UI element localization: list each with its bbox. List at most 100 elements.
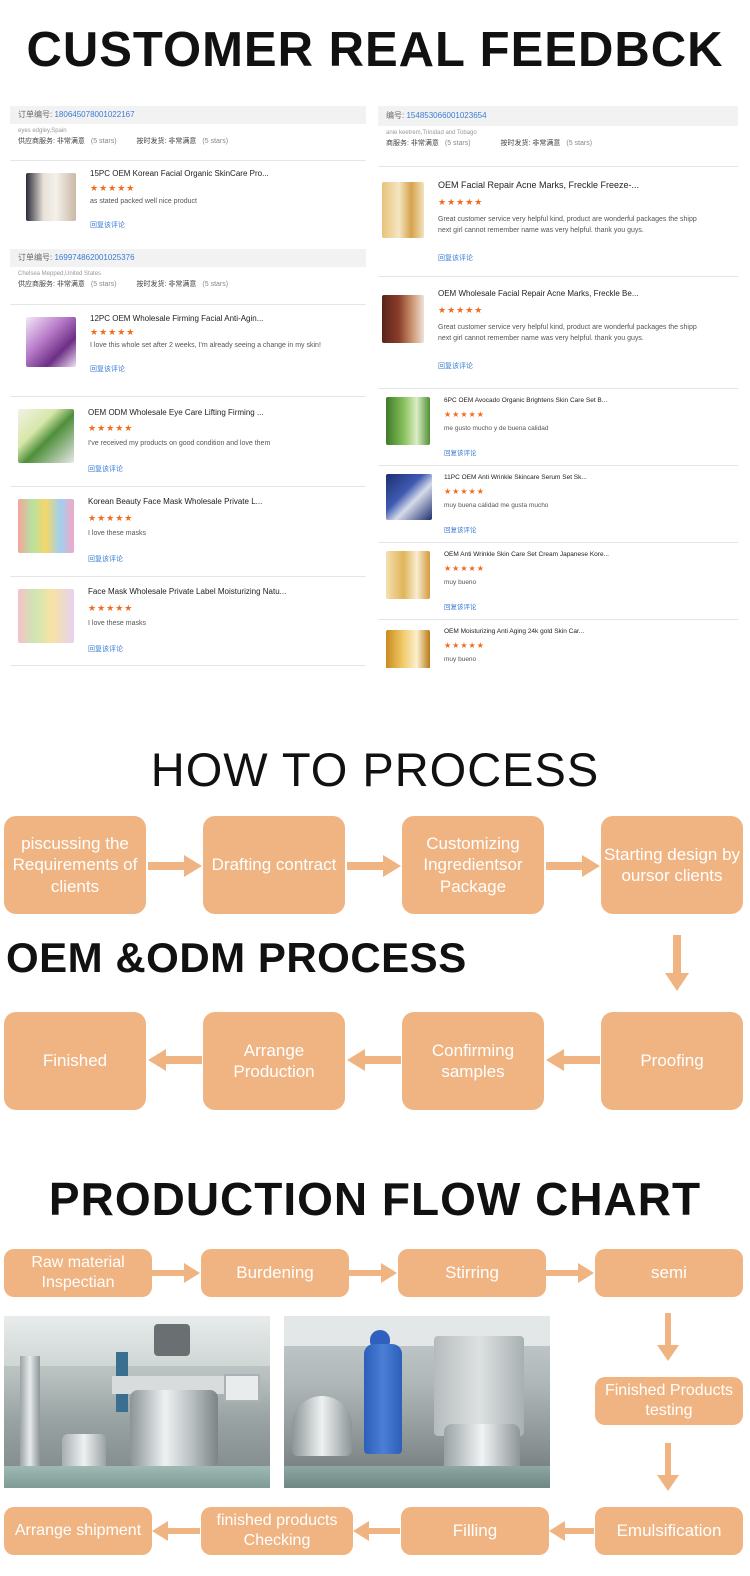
review-comment: I love these masks bbox=[88, 620, 146, 627]
service-rating: 供应商服务: 非常满意(5 stars) 按时发货: 非常满意(5 stars) bbox=[18, 281, 229, 288]
product-title[interactable]: OEM Wholesale Facial Repair Acne Marks, … bbox=[438, 289, 639, 298]
arrow-icon bbox=[665, 935, 689, 993]
steel-column bbox=[20, 1356, 40, 1476]
product-title[interactable]: OEM Moisturizing Anti Aging 24k gold Ski… bbox=[444, 628, 585, 635]
reply-link[interactable]: 回复该评论 bbox=[90, 366, 125, 373]
review-item: Face Mask Wholesale Private Label Moistu… bbox=[10, 576, 366, 666]
product-title[interactable]: 11PC OEM Anti Wrinkle Skincare Serum Set… bbox=[444, 474, 587, 481]
process-step-design: Starting design by oursor clients bbox=[601, 816, 743, 914]
reply-link[interactable]: 回复该评论 bbox=[444, 604, 477, 611]
arrow-icon bbox=[349, 1263, 397, 1283]
reply-link[interactable]: 回复该评论 bbox=[438, 255, 473, 262]
mixing-machine-photo bbox=[4, 1316, 270, 1488]
floor bbox=[284, 1466, 550, 1488]
product-title[interactable]: Korean Beauty Face Mask Wholesale Privat… bbox=[88, 497, 263, 506]
steel-tank bbox=[292, 1396, 352, 1456]
product-title[interactable]: OEM ODM Wholesale Eye Care Lifting Firmi… bbox=[88, 408, 264, 417]
arrow-icon bbox=[657, 1313, 679, 1363]
flow-step-products-testing: Finished Products testing bbox=[595, 1377, 743, 1425]
reply-link[interactable]: 回复该评论 bbox=[90, 222, 125, 229]
product-title[interactable]: OEM Anti Wrinkle Skin Care Set Cream Jap… bbox=[444, 551, 609, 558]
arrow-icon bbox=[148, 1049, 202, 1071]
order-number-link[interactable]: 180645078001022167 bbox=[54, 110, 135, 119]
process-step-finished: Finished bbox=[4, 1012, 146, 1110]
flow-step-products-checking: finished products Checking bbox=[201, 1507, 353, 1555]
buyer-name: eyes edgley,Spain bbox=[18, 128, 67, 134]
process-step-drafting: Drafting contract bbox=[203, 816, 345, 914]
review-comment: I've received my products on good condit… bbox=[88, 440, 271, 447]
product-title[interactable]: 15PC OEM Korean Facial Organic SkinCare … bbox=[90, 169, 269, 178]
ceiling bbox=[4, 1316, 270, 1366]
arrow-icon bbox=[353, 1521, 400, 1541]
reply-link[interactable]: 回复该评论 bbox=[88, 466, 123, 473]
rating-stars: ★★★★★ bbox=[88, 423, 134, 433]
product-title[interactable]: Face Mask Wholesale Private Label Moistu… bbox=[88, 587, 287, 596]
review-comment: muy bueno bbox=[444, 656, 477, 663]
order-number-link[interactable]: 154853066001023654 bbox=[406, 111, 487, 120]
review-item: 15PC OEM Korean Facial Organic SkinCare … bbox=[10, 160, 366, 238]
product-thumbnail[interactable] bbox=[382, 182, 424, 238]
process-step-confirming-samples: Confirming samples bbox=[402, 1012, 544, 1110]
machine-cabinet bbox=[434, 1336, 524, 1436]
product-title[interactable]: OEM Facial Repair Acne Marks, Freckle Fr… bbox=[438, 180, 640, 190]
service-rating: 供应商服务: 非常满意(5 stars) 按时发货: 非常满意(5 stars) bbox=[18, 138, 229, 145]
rating-stars: ★★★★★ bbox=[88, 513, 134, 523]
review-item: 12PC OEM Wholesale Firming Facial Anti-A… bbox=[10, 304, 366, 382]
review-comment: muy bueno bbox=[444, 579, 477, 586]
product-title[interactable]: 6PC OEM Avocado Organic Brightens Skin C… bbox=[444, 397, 608, 404]
arrow-icon bbox=[148, 855, 202, 877]
review-item: OEM ODM Wholesale Eye Care Lifting Firmi… bbox=[10, 396, 366, 486]
product-thumbnail[interactable] bbox=[386, 551, 430, 599]
flow-step-burdening: Burdening bbox=[201, 1249, 349, 1297]
product-thumbnail[interactable] bbox=[18, 589, 74, 643]
rating-stars: ★★★★★ bbox=[444, 487, 485, 496]
reply-link[interactable]: 回复该评论 bbox=[444, 527, 477, 534]
arrow-icon bbox=[347, 855, 401, 877]
review-comment: I love this whole set after 2 weeks, I'm… bbox=[90, 342, 321, 349]
review-comment: me gusto mucho y de buena calidad bbox=[444, 425, 549, 432]
product-thumbnail[interactable] bbox=[18, 409, 74, 463]
review-comment: I love these masks bbox=[88, 530, 146, 537]
review-item: 11PC OEM Anti Wrinkle Skincare Serum Set… bbox=[378, 465, 738, 542]
reply-link[interactable]: 回复该评论 bbox=[438, 363, 473, 370]
reply-link[interactable]: 回复该评论 bbox=[88, 556, 123, 563]
product-thumbnail[interactable] bbox=[26, 173, 76, 221]
arrow-icon bbox=[152, 1263, 200, 1283]
production-flow-title: PRODUCTION FLOW CHART bbox=[48, 1173, 702, 1225]
platform bbox=[112, 1376, 238, 1394]
flow-step-stirring: Stirring bbox=[398, 1249, 546, 1297]
oem-odm-title: OEM &ODM PROCESS bbox=[6, 934, 467, 981]
flow-step-filling: Filling bbox=[401, 1507, 549, 1555]
panel-gap bbox=[10, 382, 366, 396]
worker-body bbox=[364, 1344, 402, 1454]
product-thumbnail[interactable] bbox=[18, 499, 74, 553]
review-comment: as stated packed well nice product bbox=[90, 198, 198, 205]
feedback-title: CUSTOMER REAL FEEDBCK bbox=[26, 23, 724, 77]
process-step-proofing: Proofing bbox=[601, 1012, 743, 1110]
rating-stars: ★★★★★ bbox=[444, 564, 485, 573]
product-thumbnail[interactable] bbox=[386, 397, 430, 445]
reply-link[interactable]: 回复该评论 bbox=[444, 450, 477, 457]
factory-worker-photo bbox=[284, 1316, 550, 1488]
review-item: OEM Wholesale Facial Repair Acne Marks, … bbox=[378, 276, 738, 384]
product-thumbnail[interactable] bbox=[382, 295, 424, 343]
product-title[interactable]: 12PC OEM Wholesale Firming Facial Anti-A… bbox=[90, 314, 264, 323]
steel-pot bbox=[444, 1424, 520, 1474]
arrow-icon bbox=[546, 1263, 594, 1283]
panel-gap bbox=[378, 384, 738, 388]
process-step-arrange-production: Arrange Production bbox=[203, 1012, 345, 1110]
steel-tank bbox=[130, 1390, 218, 1468]
review-comment: Great customer service very helpful kind… bbox=[438, 216, 697, 223]
reply-link[interactable]: 回复该评论 bbox=[88, 646, 123, 653]
arrow-icon bbox=[546, 855, 600, 877]
rating-stars: ★★★★★ bbox=[444, 410, 485, 419]
service-rating: 商服务: 非常满意(5 stars) 按时发货: 非常满意(5 stars) bbox=[386, 140, 593, 147]
review-item: OEM Facial Repair Acne Marks, Freckle Fr… bbox=[378, 166, 738, 276]
buyer-name: anie keetrem,Trinidad and Tobago bbox=[386, 130, 477, 136]
product-thumbnail[interactable] bbox=[386, 630, 430, 668]
review-comment: next girl cannot remember name was very … bbox=[438, 227, 644, 234]
product-thumbnail[interactable] bbox=[386, 474, 432, 520]
review-item: OEM Anti Wrinkle Skin Care Set Cream Jap… bbox=[378, 542, 738, 619]
order-number-link[interactable]: 169974862001025376 bbox=[54, 253, 135, 262]
product-thumbnail[interactable] bbox=[26, 317, 76, 367]
